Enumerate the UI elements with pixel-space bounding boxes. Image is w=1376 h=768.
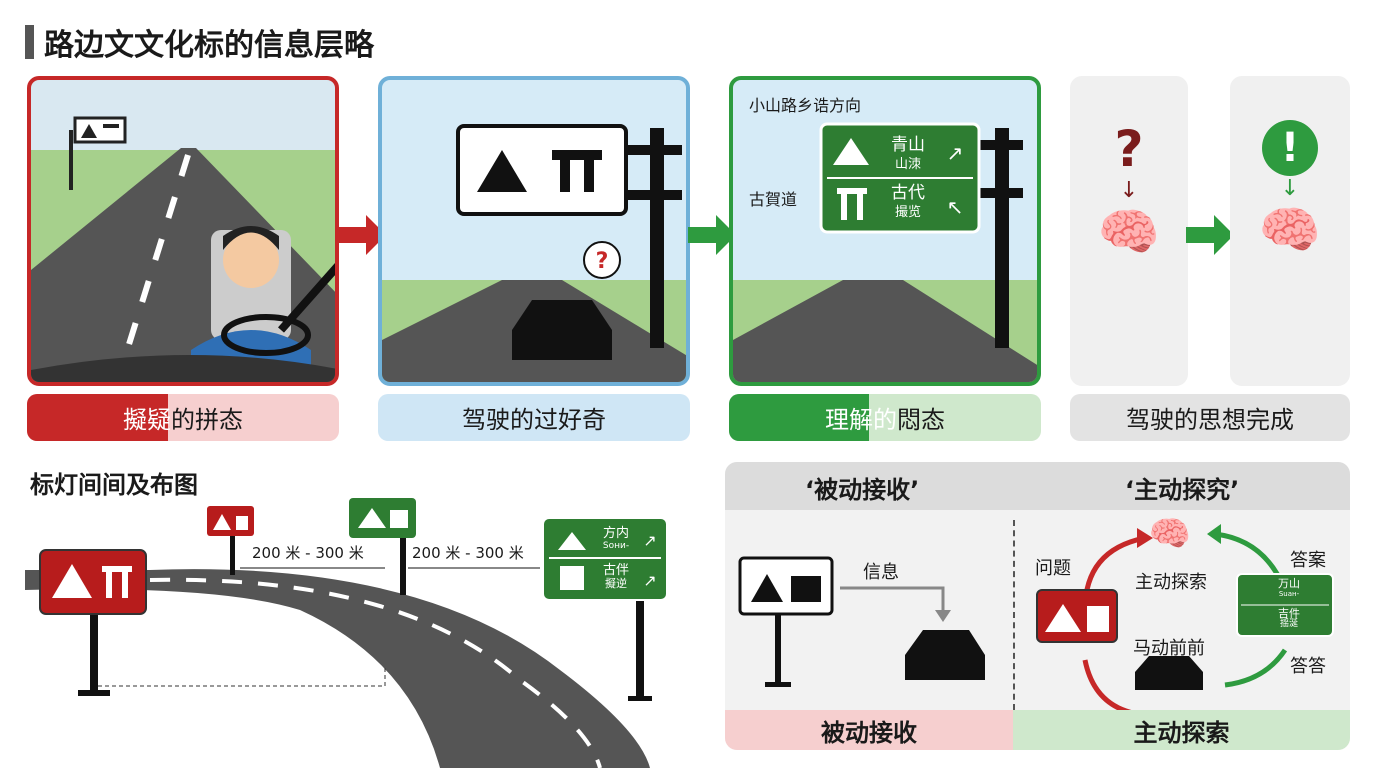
explore-label: 主动探索 — [1135, 572, 1207, 593]
arrow-down-icon: ↓ — [1119, 178, 1139, 203]
callout-label: 小山路乡诰方向 — [749, 96, 862, 115]
forward-label: 马动前前 — [1133, 638, 1205, 659]
sign-text: 山洓 — [894, 157, 921, 172]
svg-text:↗: ↗ — [643, 531, 656, 550]
exclamation-icon: ! — [1262, 120, 1318, 176]
active-header: ‘主动探究’ — [1125, 476, 1240, 504]
distance-label: 200 米 - 300 米 — [252, 544, 364, 562]
passive-footer: 被动接收 — [725, 710, 1013, 750]
stage-panel-understanding: ↗↖ 小山路乡诰方向 古賀道 青山 山洓 古代 撮览 — [729, 76, 1041, 386]
question-label: 问题 — [1035, 558, 1071, 579]
sign-text: 古伴 — [602, 563, 629, 578]
stage-panel-insight-brain: ! ↓ 🧠 — [1230, 76, 1350, 386]
answer-label: 答案 — [1290, 550, 1326, 571]
stage-label-curiosity: 驾驶的过好奇 — [378, 394, 690, 441]
stage-panel-question-brain: ? ↓ 🧠 — [1070, 76, 1188, 386]
sign-text: 古代 — [891, 183, 925, 203]
sign-text: 揺涎 — [1279, 619, 1298, 629]
page-title: 路边文文化标的信息层略 — [25, 20, 374, 64]
sign-car-illustration: ? — [382, 124, 686, 382]
sign-text: 吉件 — [1278, 607, 1300, 620]
passive-vs-active-panel: ‘被动接收’ ‘主动探究’ 🧠 信息 问题 主动探索 马动前前 答案 答答 万山… — [725, 462, 1350, 750]
svg-text:🧠: 🧠 — [1149, 514, 1191, 554]
question-mark-icon: ? — [1114, 120, 1144, 178]
sign-text: 擬逆 — [605, 577, 627, 590]
distance-label: 200 米 - 300 米 — [412, 544, 524, 562]
sign-text: 青山 — [891, 135, 925, 155]
sign-text: 方内 — [602, 526, 629, 541]
stage-panel-curiosity: ? — [378, 76, 690, 386]
driver-road-illustration — [31, 116, 335, 382]
arrow-right-icon — [1186, 215, 1234, 255]
arrow-right-icon — [338, 215, 386, 255]
svg-text:?: ? — [596, 249, 609, 274]
svg-text:↗: ↗ — [947, 141, 964, 165]
arrow-down-icon: ↓ — [1280, 176, 1300, 201]
svg-text:↖: ↖ — [947, 195, 964, 219]
active-footer: 主动探索 — [1013, 710, 1350, 750]
sign-text: 撮览 — [894, 205, 921, 220]
passive-header: ‘被动接收’ — [805, 476, 920, 504]
sign-text: 万山 — [1278, 577, 1300, 590]
sign-spacing-diagram: ↗↗ — [25, 498, 668, 768]
stage-label-complete: 驾驶的思想完成 — [1070, 394, 1350, 441]
road-illustration: ↗↖ — [733, 122, 1037, 382]
answer-label: 答答 — [1290, 656, 1326, 677]
svg-text:↗: ↗ — [643, 571, 656, 590]
section-title: 标灯间间及布图 — [30, 471, 198, 499]
sign-text: Soни- — [602, 541, 630, 551]
info-label: 信息 — [863, 562, 899, 583]
sign-text: Suан- — [1278, 590, 1300, 598]
stage-panel-doubt — [27, 76, 339, 386]
brain-icon: 🧠 — [1258, 201, 1322, 259]
comparison-illustration: 🧠 — [738, 514, 1334, 710]
brain-icon: 🧠 — [1097, 203, 1161, 261]
stage-label-doubt: 擬疑的拼态 — [27, 394, 339, 441]
callout-label: 古賀道 — [749, 190, 798, 209]
stage-label-understanding: 理解的悶态 — [729, 394, 1041, 441]
arrow-right-icon — [688, 215, 736, 255]
